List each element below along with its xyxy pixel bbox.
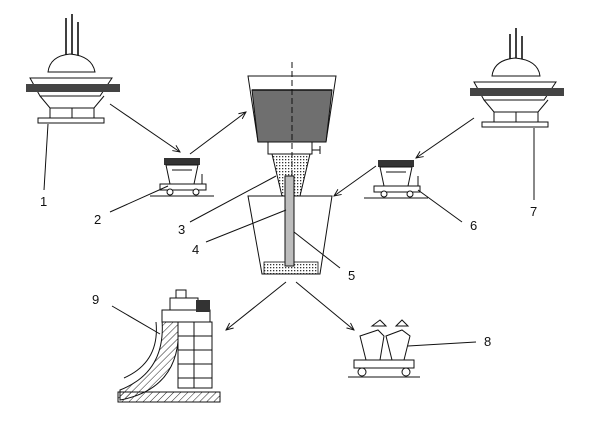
receiving-ladle [247,175,333,275]
caster-machine [117,289,221,403]
label-1: 1 [40,194,47,209]
furnace-left [26,14,120,124]
label-4: 4 [192,242,199,257]
label-5: 5 [348,268,355,283]
label-3: 3 [178,222,185,237]
tundish-vessel [247,62,337,200]
label-2: 2 [94,212,101,227]
ingot-car [348,319,420,378]
leader-lines [43,123,535,347]
label-6: 6 [470,218,477,233]
furnace-right [470,28,564,128]
ladle-car-left [150,158,214,197]
label-9: 9 [92,292,99,307]
label-8: 8 [484,334,491,349]
ladle-car-right [364,160,428,199]
flow-arrows [109,103,475,330]
label-7: 7 [530,204,537,219]
